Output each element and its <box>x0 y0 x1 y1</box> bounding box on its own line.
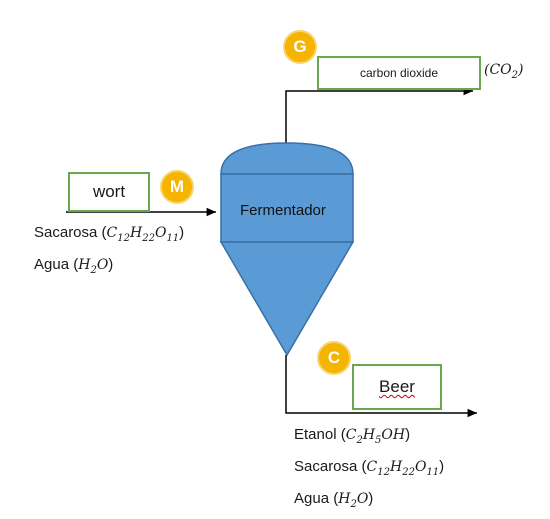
formula-element: C <box>345 427 357 443</box>
liquid-component-formula: C2H5OH <box>345 427 406 446</box>
inlet-component-formula: C12H22O11 <box>106 225 180 244</box>
liquid-component-line: Sacarosa (C12H22O11) <box>294 456 444 484</box>
formula-subscript: 5 <box>375 434 382 446</box>
formula-element: H <box>78 256 91 273</box>
fermenter-cone <box>219 241 355 357</box>
formula-paren: ) <box>179 224 185 241</box>
liquid-stream-label: Beer <box>379 377 415 396</box>
inlet-composition: Sacarosa (C12H22O11)Agua (H2O) <box>34 222 184 286</box>
liquid-stream-label-box: Beer <box>352 364 442 410</box>
formula-paren: ( <box>336 426 346 443</box>
formula-element: H <box>338 490 351 507</box>
liquid-outlet-line <box>285 355 477 418</box>
formula-element: H <box>130 225 143 241</box>
formula-element: C <box>366 458 378 475</box>
formula-paren: ( <box>97 224 107 241</box>
liquid-stream-badge: C <box>317 341 351 375</box>
inlet-stream-badge: M <box>160 170 194 204</box>
formula-subscript: 2 <box>350 498 357 510</box>
inlet-stream-label-box: wort <box>68 172 150 212</box>
formula-element: O <box>356 490 369 507</box>
formula-element: H <box>390 458 403 475</box>
formula-element: H <box>362 427 376 443</box>
inlet-component-formula: H2O <box>78 256 109 276</box>
gas-stream-formula: (CO2) <box>484 62 524 81</box>
fermenter-body <box>220 173 354 243</box>
gas-stream-label: carbon dioxide <box>359 66 439 80</box>
liquid-component-name: Sacarosa <box>294 457 358 475</box>
formula-paren: ( <box>329 489 339 507</box>
formula-element: C <box>106 225 118 241</box>
formula-subscript: 2 <box>90 264 97 276</box>
formula-subscript: 2 <box>356 434 363 446</box>
formula-subscript: 12 <box>117 232 130 244</box>
formula-subscript: 22 <box>402 466 415 478</box>
inlet-component-name: Agua <box>34 255 70 273</box>
liquid-component-formula: H2O <box>338 490 369 510</box>
formula-subscript: 11 <box>166 232 180 244</box>
formula-element: OH <box>381 427 406 443</box>
inlet-component-line: Agua (H2O) <box>34 254 184 282</box>
formula-paren: ) <box>405 426 411 443</box>
gas-formula-main: CO <box>489 62 512 78</box>
formula-paren: ( <box>357 457 367 475</box>
formula-element: O <box>96 256 109 273</box>
fermenter-vessel <box>219 142 355 357</box>
gas-outlet-line <box>285 86 473 150</box>
inlet-component-name: Sacarosa <box>34 224 98 241</box>
liquid-component-line: Agua (H2O) <box>294 488 444 516</box>
inlet-component-line: Sacarosa (C12H22O11) <box>34 222 184 250</box>
liquid-component-line: Etanol (C2H5OH) <box>294 424 444 452</box>
fermenter-dome <box>220 142 354 175</box>
liquid-component-formula: C12H22O11 <box>366 458 440 478</box>
formula-paren: ) <box>439 457 445 475</box>
formula-element: O <box>414 458 427 475</box>
formula-paren: ) <box>368 489 374 507</box>
formula-subscript: 12 <box>377 466 390 478</box>
formula-subscript: 22 <box>142 232 155 244</box>
liquid-component-name: Agua <box>294 489 330 507</box>
formula-element: O <box>154 225 167 241</box>
formula-subscript: 11 <box>426 466 440 478</box>
liquid-composition: Etanol (C2H5OH)Sacarosa (C12H22O11)Agua … <box>294 424 444 519</box>
inlet-stream-label: wort <box>92 182 126 201</box>
formula-paren: ) <box>108 255 114 273</box>
fermenter-label: Fermentador <box>240 202 326 219</box>
gas-stream-badge: G <box>283 30 317 64</box>
liquid-component-name: Etanol <box>294 426 337 443</box>
formula-paren: ( <box>69 255 79 273</box>
gas-formula-sub: 2 <box>511 69 519 81</box>
gas-stream-label-box: carbon dioxide <box>317 56 481 90</box>
